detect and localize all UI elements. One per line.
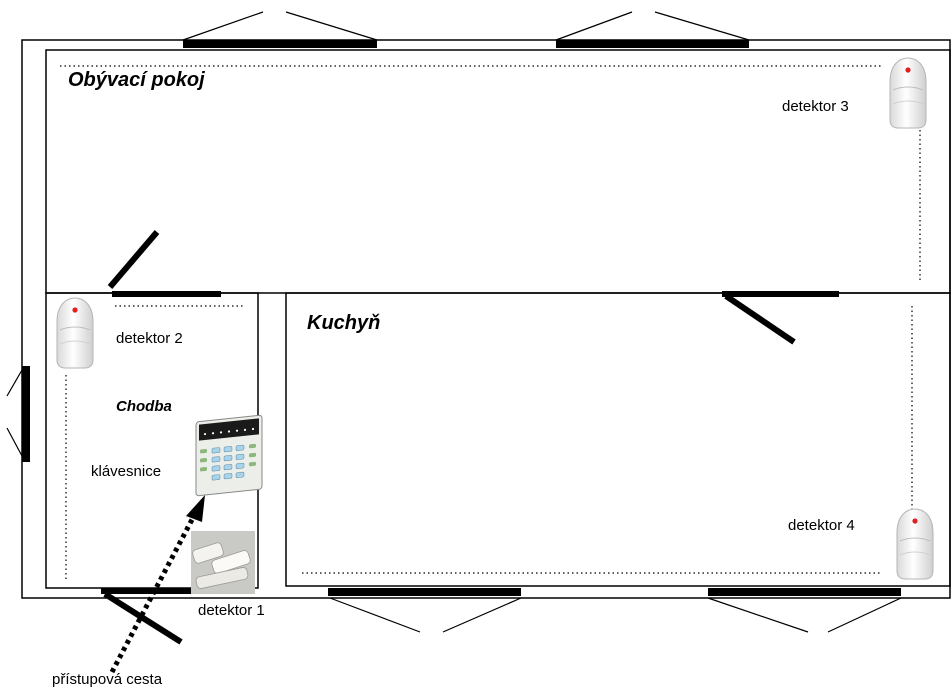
doors	[101, 230, 839, 645]
detector-4-label: detektor 4	[788, 517, 855, 534]
detector-1-label: detektor 1	[198, 602, 265, 619]
door-living-kitchen	[722, 291, 839, 345]
access-path-arrow	[109, 495, 205, 674]
detector-3-label: detektor 3	[782, 98, 849, 115]
access-path-label: přístupová cesta	[52, 671, 163, 688]
window-left	[6, 366, 30, 462]
outer-walls	[21, 39, 951, 599]
detector-4-icon	[896, 508, 934, 580]
kitchen-title: Kuchyň	[307, 312, 380, 334]
keypad-label: klávesnice	[91, 463, 161, 480]
window-bottom-right	[707, 588, 902, 633]
hallway-title: Chodba	[116, 398, 172, 415]
detection-boundaries	[60, 65, 921, 580]
detector-1-icon	[191, 531, 255, 594]
detector-2-icon	[56, 297, 94, 369]
door-living-hall	[107, 230, 221, 297]
detector-2-label: detektor 2	[116, 330, 183, 347]
window-bottom-left	[328, 588, 522, 633]
kitchen-wall	[285, 292, 951, 587]
inner-walls	[45, 49, 951, 589]
keypad-icon	[195, 414, 263, 497]
window-top-right	[555, 11, 750, 48]
windows	[6, 11, 902, 633]
detector-3-icon	[889, 57, 927, 129]
door-entrance	[101, 588, 192, 645]
living-room-title: Obývací pokoj	[68, 69, 205, 91]
window-top-left	[182, 11, 378, 48]
